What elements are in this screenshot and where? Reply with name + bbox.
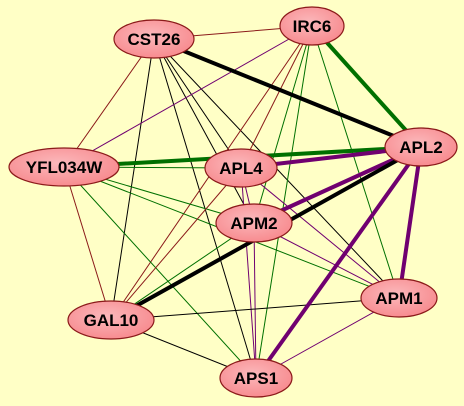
node-aps1[interactable]: APS1 <box>219 358 293 398</box>
node-ellipse <box>384 127 458 167</box>
edge-apl4-aps1 <box>240 167 257 379</box>
edge-irc6-apl2 <box>310 24 423 149</box>
edge-irc6-aps1 <box>255 25 313 379</box>
node-apl4[interactable]: APL4 <box>204 148 278 188</box>
node-irc6[interactable]: IRC6 <box>279 6 345 46</box>
edge-apm1-apl2 <box>397 145 423 300</box>
node-yfl034w[interactable]: YFL034W <box>8 147 120 187</box>
node-ellipse <box>279 6 345 46</box>
node-gal10[interactable]: GAL10 <box>67 300 155 340</box>
edge-cst26-yfl034w <box>63 38 155 168</box>
edge-yfl034w-aps1 <box>63 166 257 379</box>
edge-irc6-apm1 <box>311 25 400 299</box>
edge-cst26-gal10 <box>110 38 155 321</box>
node-label: APM2 <box>230 214 277 233</box>
edge-gal10-apm1 <box>110 297 400 321</box>
node-label: APL2 <box>399 138 442 157</box>
node-label: APM1 <box>375 289 422 308</box>
node-label: GAL10 <box>84 311 139 330</box>
node-apl2[interactable]: APL2 <box>384 127 458 167</box>
node-label: CST26 <box>128 30 181 49</box>
node-label: YFL034W <box>26 158 103 177</box>
edge-aps1-apl2 <box>254 145 423 380</box>
edge-cst26-apl4 <box>153 38 242 169</box>
node-ellipse <box>113 19 195 59</box>
edge-yfl034w-gal10 <box>63 166 112 321</box>
node-ellipse <box>8 147 120 187</box>
node-label: APL4 <box>219 159 263 178</box>
edge-irc6-apl4 <box>240 25 313 169</box>
edge-apl4-apm1 <box>240 167 400 299</box>
node-ellipse <box>219 358 293 398</box>
node-label: APS1 <box>234 369 278 388</box>
node-apm1[interactable]: APM1 <box>360 278 438 318</box>
edge-cst26-apm2 <box>153 38 255 224</box>
node-cst26[interactable]: CST26 <box>113 19 195 59</box>
node-ellipse <box>67 300 155 340</box>
node-apm2[interactable]: APM2 <box>215 203 293 243</box>
node-label: IRC6 <box>293 17 332 36</box>
edge-irc6-apm2 <box>253 25 313 224</box>
edge-apm2-aps1 <box>253 222 257 379</box>
node-ellipse <box>360 278 438 318</box>
node-ellipse <box>204 148 278 188</box>
edge-irc6-yfl034w <box>63 25 313 168</box>
edge-apl4-gal10 <box>110 167 242 321</box>
edge-cst26-apl2 <box>152 37 423 149</box>
node-ellipse <box>215 203 293 243</box>
